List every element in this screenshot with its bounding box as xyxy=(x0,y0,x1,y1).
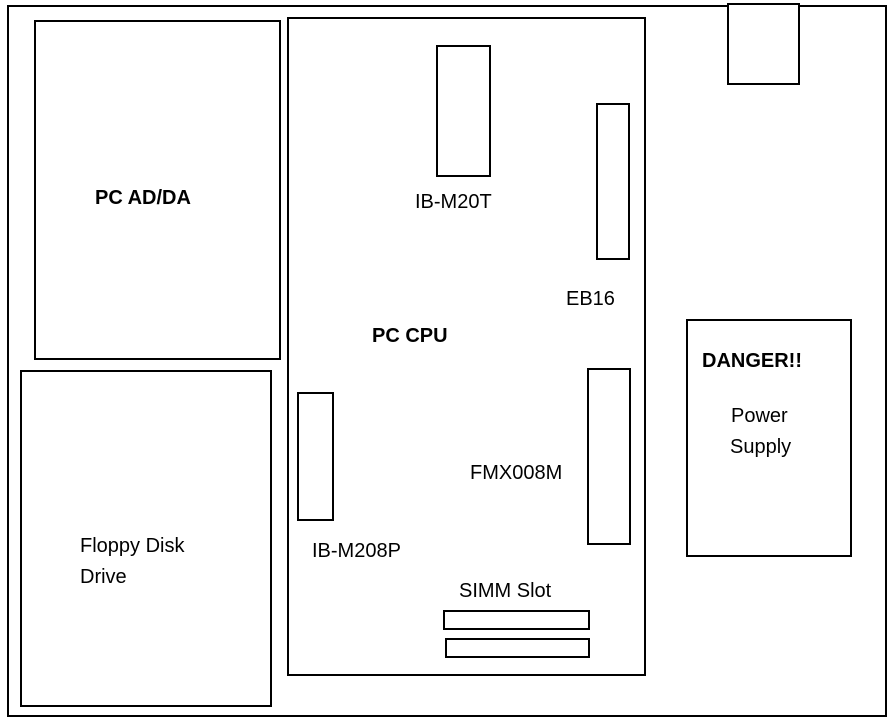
simm-slot-label: SIMM Slot xyxy=(459,580,552,602)
floppy-disk-drive xyxy=(20,370,272,707)
pc-adda-board xyxy=(34,20,281,360)
danger-warning: DANGER!! xyxy=(702,350,802,372)
ib-m208p-label: IB-M208P xyxy=(312,540,401,562)
floppy-label-line2: Drive xyxy=(80,566,127,588)
top-connector-box xyxy=(727,3,800,85)
simm-slot-1 xyxy=(443,610,590,630)
power-supply xyxy=(686,319,852,557)
fmx008m-label: FMX008M xyxy=(470,462,563,484)
pc-cpu-label: PC CPU xyxy=(372,325,448,347)
pc-adda-label: PC AD/DA xyxy=(95,187,191,209)
fmx008m-module xyxy=(587,368,631,545)
power-supply-label-line1: Power xyxy=(731,405,788,427)
ib-m20t-module xyxy=(436,45,491,177)
eb16-module xyxy=(596,103,630,260)
ib-m20t-label: IB-M20T xyxy=(415,191,492,213)
power-supply-label-line2: Supply xyxy=(730,436,792,458)
simm-slot-2 xyxy=(445,638,590,658)
ib-m208p-module xyxy=(297,392,334,521)
floppy-label-line1: Floppy Disk xyxy=(80,535,185,557)
eb16-label: EB16 xyxy=(566,288,615,310)
